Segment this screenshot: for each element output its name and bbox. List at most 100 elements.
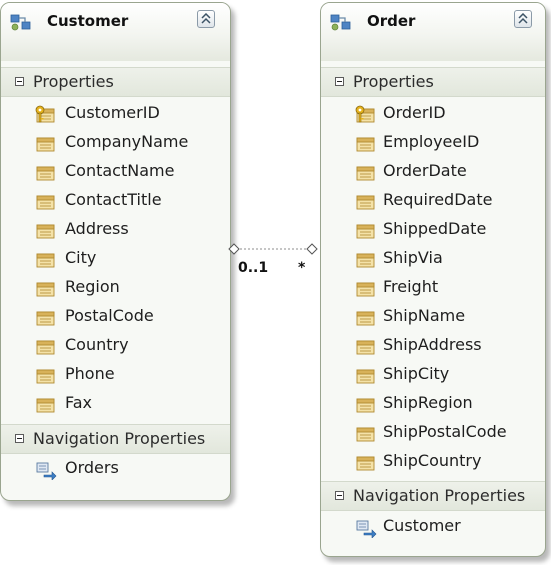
properties-section-header[interactable]: Properties bbox=[1, 67, 230, 97]
property-name: Country bbox=[65, 335, 129, 354]
navigation-section-header[interactable]: Navigation Properties bbox=[1, 424, 230, 454]
property-row[interactable]: City bbox=[1, 245, 230, 274]
property-name: ShipCountry bbox=[383, 451, 482, 470]
customer-entity-header[interactable]: Customer bbox=[1, 3, 230, 61]
property-icon bbox=[356, 311, 375, 326]
entity-icon bbox=[330, 14, 351, 31]
property-icon bbox=[36, 282, 55, 297]
property-row[interactable]: OrderID bbox=[321, 100, 545, 129]
property-icon bbox=[356, 253, 375, 268]
minus-icon[interactable] bbox=[15, 434, 24, 443]
property-name: ShipRegion bbox=[383, 393, 473, 412]
property-icon bbox=[36, 311, 55, 326]
property-icon bbox=[36, 137, 55, 152]
property-row[interactable]: Address bbox=[1, 216, 230, 245]
navigation-property-name: Orders bbox=[65, 458, 119, 477]
property-name: ShipAddress bbox=[383, 335, 482, 354]
property-icon bbox=[36, 340, 55, 355]
property-icon bbox=[36, 224, 55, 239]
property-row[interactable]: Phone bbox=[1, 361, 230, 390]
property-icon bbox=[36, 195, 55, 210]
property-row[interactable]: RequiredDate bbox=[321, 187, 545, 216]
order-entity-header[interactable]: Order bbox=[321, 3, 545, 61]
property-name: PostalCode bbox=[65, 306, 154, 325]
property-icon bbox=[356, 369, 375, 384]
property-row[interactable]: ShipCountry bbox=[321, 448, 545, 477]
property-name: ShipName bbox=[383, 306, 466, 325]
property-row[interactable]: ShippedDate bbox=[321, 216, 545, 245]
property-row[interactable]: ShipVia bbox=[321, 245, 545, 274]
property-icon bbox=[36, 166, 55, 181]
entity-title: Order bbox=[367, 12, 416, 30]
multiplicity-order-end: * bbox=[298, 260, 306, 276]
property-row[interactable]: ContactName bbox=[1, 158, 230, 187]
navigation-section-header[interactable]: Navigation Properties bbox=[321, 481, 545, 511]
minus-icon[interactable] bbox=[335, 77, 344, 86]
collapse-button[interactable] bbox=[514, 10, 532, 28]
property-icon bbox=[36, 369, 55, 384]
property-row[interactable]: ContactTitle bbox=[1, 187, 230, 216]
property-name: Phone bbox=[65, 364, 115, 383]
collapse-chevron-icon bbox=[201, 13, 211, 24]
property-name: RequiredDate bbox=[383, 190, 493, 209]
property-row[interactable]: CompanyName bbox=[1, 129, 230, 158]
section-label: Properties bbox=[353, 72, 434, 91]
property-row[interactable]: EmployeeID bbox=[321, 129, 545, 158]
property-name: Address bbox=[65, 219, 129, 238]
property-icon bbox=[356, 456, 375, 471]
navigation-property-icon bbox=[36, 462, 57, 480]
key-property-icon bbox=[35, 105, 55, 123]
multiplicity-customer-end: 0..1 bbox=[238, 260, 269, 276]
property-row[interactable]: Country bbox=[1, 332, 230, 361]
navigation-property-name: Customer bbox=[383, 516, 461, 535]
property-row[interactable]: Freight bbox=[321, 274, 545, 303]
property-row[interactable]: CustomerID bbox=[1, 100, 230, 129]
navigation-property-row[interactable]: Customer bbox=[321, 513, 545, 542]
property-name: ShipCity bbox=[383, 364, 450, 383]
entity-title: Customer bbox=[47, 12, 129, 30]
property-icon bbox=[356, 195, 375, 210]
order-entity[interactable]: Order Properties OrderID EmployeeID OrderD… bbox=[320, 2, 546, 557]
property-name: Fax bbox=[65, 393, 93, 412]
property-row[interactable]: ShipName bbox=[321, 303, 545, 332]
property-icon bbox=[356, 282, 375, 297]
property-icon bbox=[356, 137, 375, 152]
property-row[interactable]: ShipRegion bbox=[321, 390, 545, 419]
minus-icon[interactable] bbox=[335, 491, 344, 500]
property-row[interactable]: ShipAddress bbox=[321, 332, 545, 361]
property-name: Freight bbox=[383, 277, 439, 296]
property-row[interactable]: ShipCity bbox=[321, 361, 545, 390]
collapse-button[interactable] bbox=[197, 10, 215, 28]
property-icon bbox=[36, 398, 55, 413]
property-row[interactable]: ShipPostalCode bbox=[321, 419, 545, 448]
property-name: ShipPostalCode bbox=[383, 422, 507, 441]
section-label: Properties bbox=[33, 72, 114, 91]
property-row[interactable]: PostalCode bbox=[1, 303, 230, 332]
property-name: OrderDate bbox=[383, 161, 467, 180]
navigation-list: Customer bbox=[321, 513, 545, 542]
property-name: CustomerID bbox=[65, 103, 160, 122]
property-name: Region bbox=[65, 277, 120, 296]
property-icon bbox=[356, 166, 375, 181]
customer-entity[interactable]: Customer Properties CustomerID CompanyNam… bbox=[0, 2, 231, 501]
property-icon bbox=[36, 253, 55, 268]
property-name: ContactName bbox=[65, 161, 175, 180]
property-name: ContactTitle bbox=[65, 190, 162, 209]
property-icon bbox=[356, 340, 375, 355]
navigation-property-row[interactable]: Orders bbox=[1, 455, 230, 484]
property-name: EmployeeID bbox=[383, 132, 480, 151]
property-name: ShippedDate bbox=[383, 219, 487, 238]
minus-icon[interactable] bbox=[15, 77, 24, 86]
collapse-chevron-icon bbox=[518, 13, 528, 24]
properties-section-header[interactable]: Properties bbox=[321, 67, 545, 97]
key-property-icon bbox=[355, 105, 375, 123]
section-label: Navigation Properties bbox=[353, 486, 526, 505]
property-name: City bbox=[65, 248, 97, 267]
navigation-property-icon bbox=[356, 520, 377, 538]
property-row[interactable]: OrderDate bbox=[321, 158, 545, 187]
property-row[interactable]: Fax bbox=[1, 390, 230, 419]
property-row[interactable]: Region bbox=[1, 274, 230, 303]
property-icon bbox=[356, 224, 375, 239]
property-icon bbox=[356, 398, 375, 413]
